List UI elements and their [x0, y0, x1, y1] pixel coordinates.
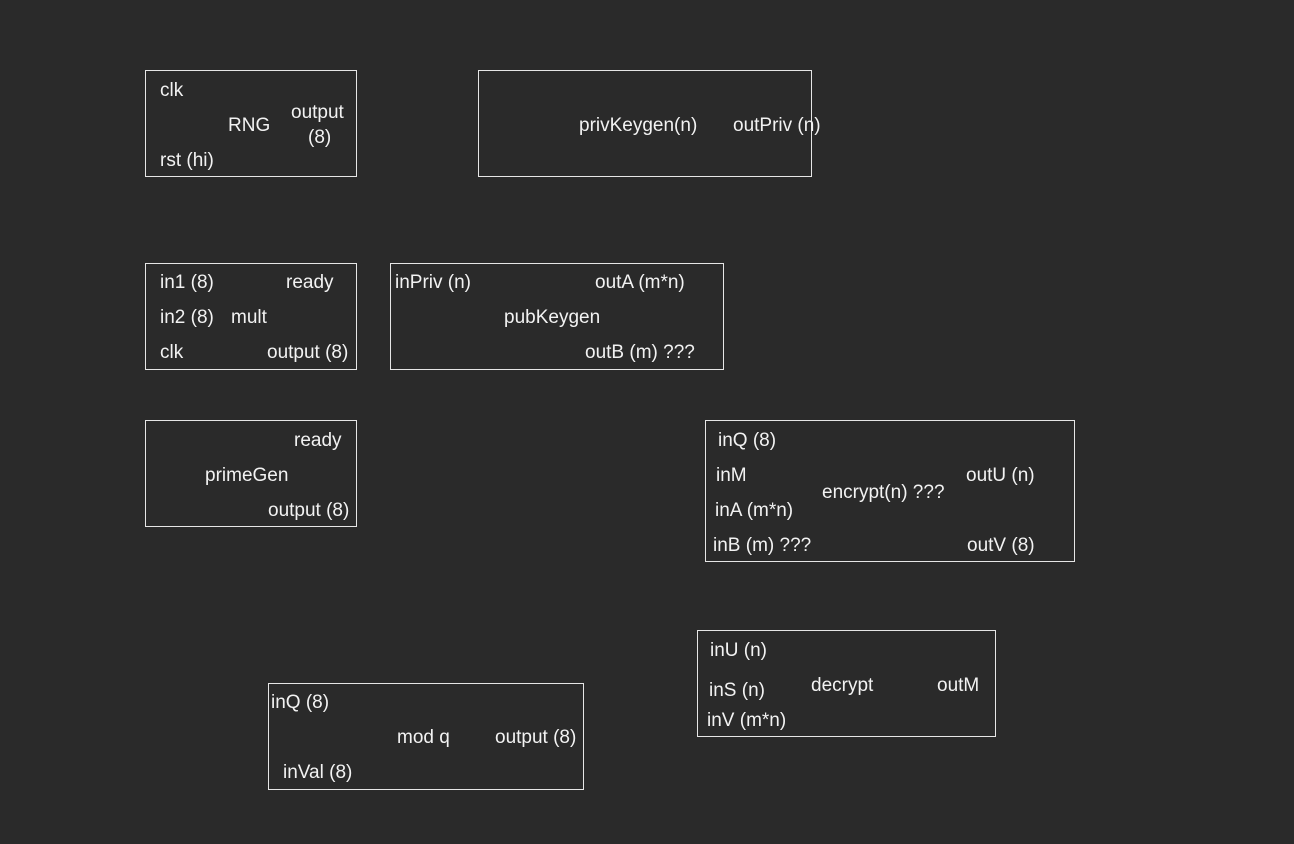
pub-keygen-in-priv-port: inPriv (n): [395, 272, 472, 293]
rng-title: RNG: [228, 115, 271, 136]
mod-q-in-q-port: inQ (8): [271, 692, 330, 713]
encrypt-in-a-port: inA (m*n): [715, 500, 794, 521]
priv-keygen-out-priv-port: outPriv (n): [733, 115, 821, 136]
mult-in1-port: in1 (8): [160, 272, 214, 293]
pub-keygen-out-a-port: outA (m*n): [595, 272, 685, 293]
decrypt-in-s-port: inS (n): [709, 680, 765, 701]
prime-gen-title: primeGen: [205, 465, 289, 486]
pub-keygen-title: pubKeygen: [504, 307, 601, 328]
encrypt-in-m-port: inM: [716, 465, 747, 486]
pub-keygen-block: [390, 263, 724, 370]
mult-clk-port: clk: [160, 342, 184, 363]
mult-in2-port: in2 (8): [160, 307, 214, 328]
decrypt-block: [697, 630, 996, 737]
rng-output-port-width: (8): [308, 127, 332, 148]
mult-ready-port: ready: [286, 272, 334, 293]
rng-clk-port: clk: [160, 80, 184, 101]
priv-keygen-block: [478, 70, 812, 177]
decrypt-out-m-port: outM: [937, 675, 980, 696]
mult-output-port: output (8): [267, 342, 349, 363]
mult-title: mult: [231, 307, 267, 328]
encrypt-out-u-port: outU (n): [966, 465, 1035, 486]
mod-q-block: [268, 683, 584, 790]
encrypt-in-q-port: inQ (8): [718, 430, 777, 451]
prime-gen-output-port: output (8): [268, 500, 350, 521]
encrypt-in-b-port: inB (m) ???: [713, 535, 812, 556]
mod-q-in-val-port: inVal (8): [283, 762, 353, 783]
mod-q-output-port: output (8): [495, 727, 577, 748]
pub-keygen-out-b-port: outB (m) ???: [585, 342, 695, 363]
prime-gen-ready-port: ready: [294, 430, 342, 451]
encrypt-title: encrypt(n) ???: [822, 482, 945, 503]
rng-block: [145, 70, 357, 177]
priv-keygen-title: privKeygen(n): [579, 115, 698, 136]
mult-block: [145, 263, 357, 370]
decrypt-in-u-port: inU (n): [710, 640, 768, 661]
prime-gen-block: [145, 420, 357, 527]
rng-rst-port: rst (hi): [160, 150, 214, 171]
decrypt-in-v-port: inV (m*n): [707, 710, 787, 731]
decrypt-title: decrypt: [811, 675, 874, 696]
encrypt-out-v-port: outV (8): [967, 535, 1035, 556]
mod-q-title: mod q: [397, 727, 450, 748]
rng-output-port-label: output: [291, 102, 344, 123]
encrypt-block: [705, 420, 1075, 562]
